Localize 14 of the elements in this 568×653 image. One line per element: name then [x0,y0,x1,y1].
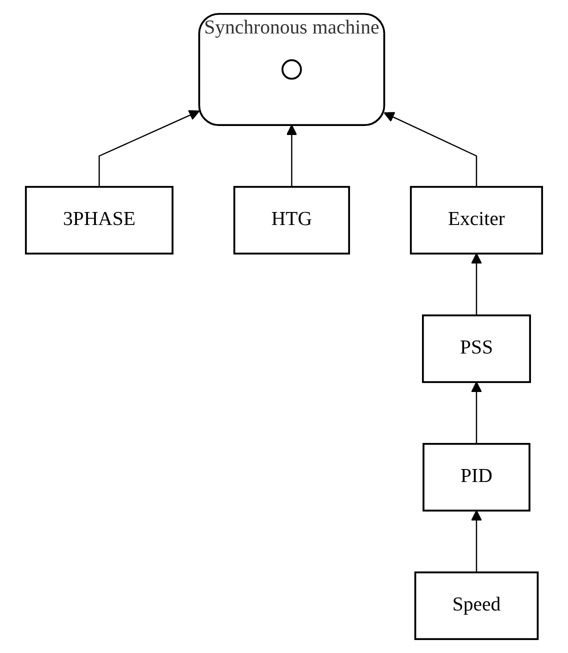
node-box: HTG [233,186,350,255]
arrow [286,124,298,187]
arrow [471,510,482,572]
arrow [98,110,200,187]
node-box: PID [422,442,530,512]
node-box: PSS [422,314,531,384]
node-box: Speed [414,571,539,640]
arrow [471,253,482,316]
arrow [471,382,482,444]
node-box: Exciter [410,186,544,255]
cluster: Synchronous machine [198,12,386,126]
arrow [384,112,478,187]
node-box: 3PHASE [24,186,174,255]
node-circle [282,59,302,80]
